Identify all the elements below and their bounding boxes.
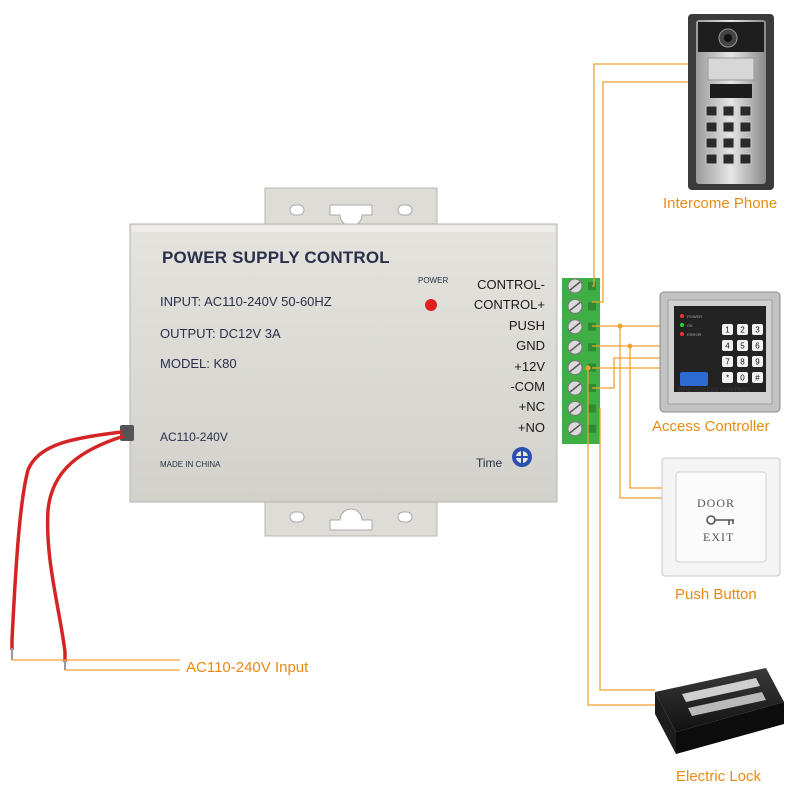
- push-button-bottom-text: EXIT: [703, 530, 735, 544]
- keypad-key-label: 5: [740, 342, 745, 351]
- terminal-label: -COM: [510, 379, 545, 394]
- keypad-key[interactable]: [752, 372, 763, 383]
- intercom-key[interactable]: [739, 105, 752, 117]
- keypad-key[interactable]: [737, 324, 748, 335]
- psu-title: POWER SUPPLY CONTROL: [162, 248, 390, 267]
- ac-rating: AC110-240V: [160, 430, 228, 444]
- access-controller-image: 1 2 3 4 5 6 7 8 9 * 0 # POWER OK ERROR: [659, 291, 781, 413]
- access-led: [680, 323, 684, 327]
- keypad-key[interactable]: [722, 356, 733, 367]
- bottom-mounting-bracket: [264, 497, 438, 537]
- keypad-key-label: 0: [740, 374, 745, 383]
- keypad-key-label: #: [755, 374, 760, 383]
- keypad-key-label: 6: [755, 342, 760, 351]
- intercom-phone-image: [688, 14, 774, 190]
- power-label: POWER: [418, 276, 449, 285]
- intercom-key[interactable]: [722, 137, 735, 149]
- terminal-label: +12V: [514, 358, 545, 374]
- push-button-label: Push Button: [675, 586, 757, 603]
- intercom-key[interactable]: [739, 137, 752, 149]
- keypad-key[interactable]: [752, 340, 763, 351]
- terminal-label: GND: [516, 338, 545, 354]
- electric-lock-label: Electric Lock: [676, 768, 762, 785]
- keypad-key[interactable]: [722, 340, 733, 351]
- intercom-key[interactable]: [705, 137, 718, 149]
- intercom-key[interactable]: [705, 105, 718, 117]
- keypad-key[interactable]: [752, 324, 763, 335]
- terminal-screw-7[interactable]: [567, 400, 596, 416]
- keypad-key[interactable]: [737, 356, 748, 367]
- access-led-label: OK: [687, 323, 693, 328]
- terminal-screw-4[interactable]: [567, 339, 596, 355]
- input-leader-lines: [12, 659, 180, 671]
- input-spec: INPUT: AC110-240V 50-60HZ: [160, 294, 332, 309]
- access-led-label: ERROR: [687, 332, 702, 337]
- access-panel-text: RFID ACCESS CONTROL: [678, 388, 750, 394]
- intercom-key[interactable]: [722, 105, 735, 117]
- terminal-label: CONTROL-: [477, 277, 545, 292]
- top-mounting-bracket: [264, 187, 438, 227]
- keypad-key-label: 7: [725, 358, 730, 367]
- intercom-key[interactable]: [739, 121, 752, 133]
- power-supply-box: [120, 223, 558, 503]
- key-icon: [706, 515, 734, 525]
- keypad-key[interactable]: [737, 372, 748, 383]
- wiring-lines: [587, 63, 688, 706]
- keypad-key-label: 9: [755, 358, 760, 367]
- access-led-label: POWER: [687, 314, 702, 319]
- model-label: MODEL: K80: [160, 356, 237, 371]
- access-led: [680, 332, 684, 336]
- intercom-key[interactable]: [705, 121, 718, 133]
- ac-input-label: AC110-240V Input: [186, 659, 309, 676]
- intercom-label: Intercome Phone: [663, 195, 778, 212]
- terminal-label: CONTROL+: [473, 297, 545, 313]
- ac-input-wires: [10, 430, 125, 670]
- terminal-screw-8[interactable]: [567, 421, 596, 437]
- keypad-key-label: 8: [740, 358, 745, 367]
- output-spec: OUTPUT: DC12V 3A: [160, 326, 281, 341]
- terminal-label: +NO: [517, 419, 545, 435]
- keypad-key-label: 2: [740, 326, 745, 335]
- terminal-label: PUSH: [508, 317, 545, 333]
- keypad-key[interactable]: [722, 324, 733, 335]
- access-led: [680, 314, 684, 318]
- push-button-image[interactable]: [661, 457, 781, 577]
- terminal-block: [562, 278, 600, 444]
- intercom-key[interactable]: [739, 153, 752, 165]
- terminal-screw-3[interactable]: [567, 319, 596, 335]
- intercom-key[interactable]: [705, 153, 718, 165]
- keypad-key[interactable]: [752, 356, 763, 367]
- access-controller-label: Access Controller: [652, 418, 770, 435]
- time-label: Time: [476, 456, 503, 470]
- made-in: MADE IN CHINA: [160, 460, 221, 469]
- keypad-key[interactable]: [722, 372, 733, 383]
- wire-junctions: [585, 323, 633, 371]
- power-led: [425, 299, 437, 311]
- keypad-key-label: 3: [755, 326, 760, 335]
- electric-lock-image: [655, 668, 784, 754]
- keypad-key-label: *: [726, 374, 729, 383]
- keypad-key[interactable]: [737, 340, 748, 351]
- keypad-key-label: 4: [725, 342, 730, 351]
- time-knob[interactable]: [512, 447, 532, 467]
- intercom-key[interactable]: [722, 153, 735, 165]
- terminal-label: +NC: [518, 399, 545, 415]
- push-button-top-text: DOOR: [697, 496, 736, 510]
- terminal-screw-2[interactable]: [567, 298, 596, 314]
- keypad-key-label: 1: [725, 326, 730, 335]
- intercom-key[interactable]: [722, 121, 735, 133]
